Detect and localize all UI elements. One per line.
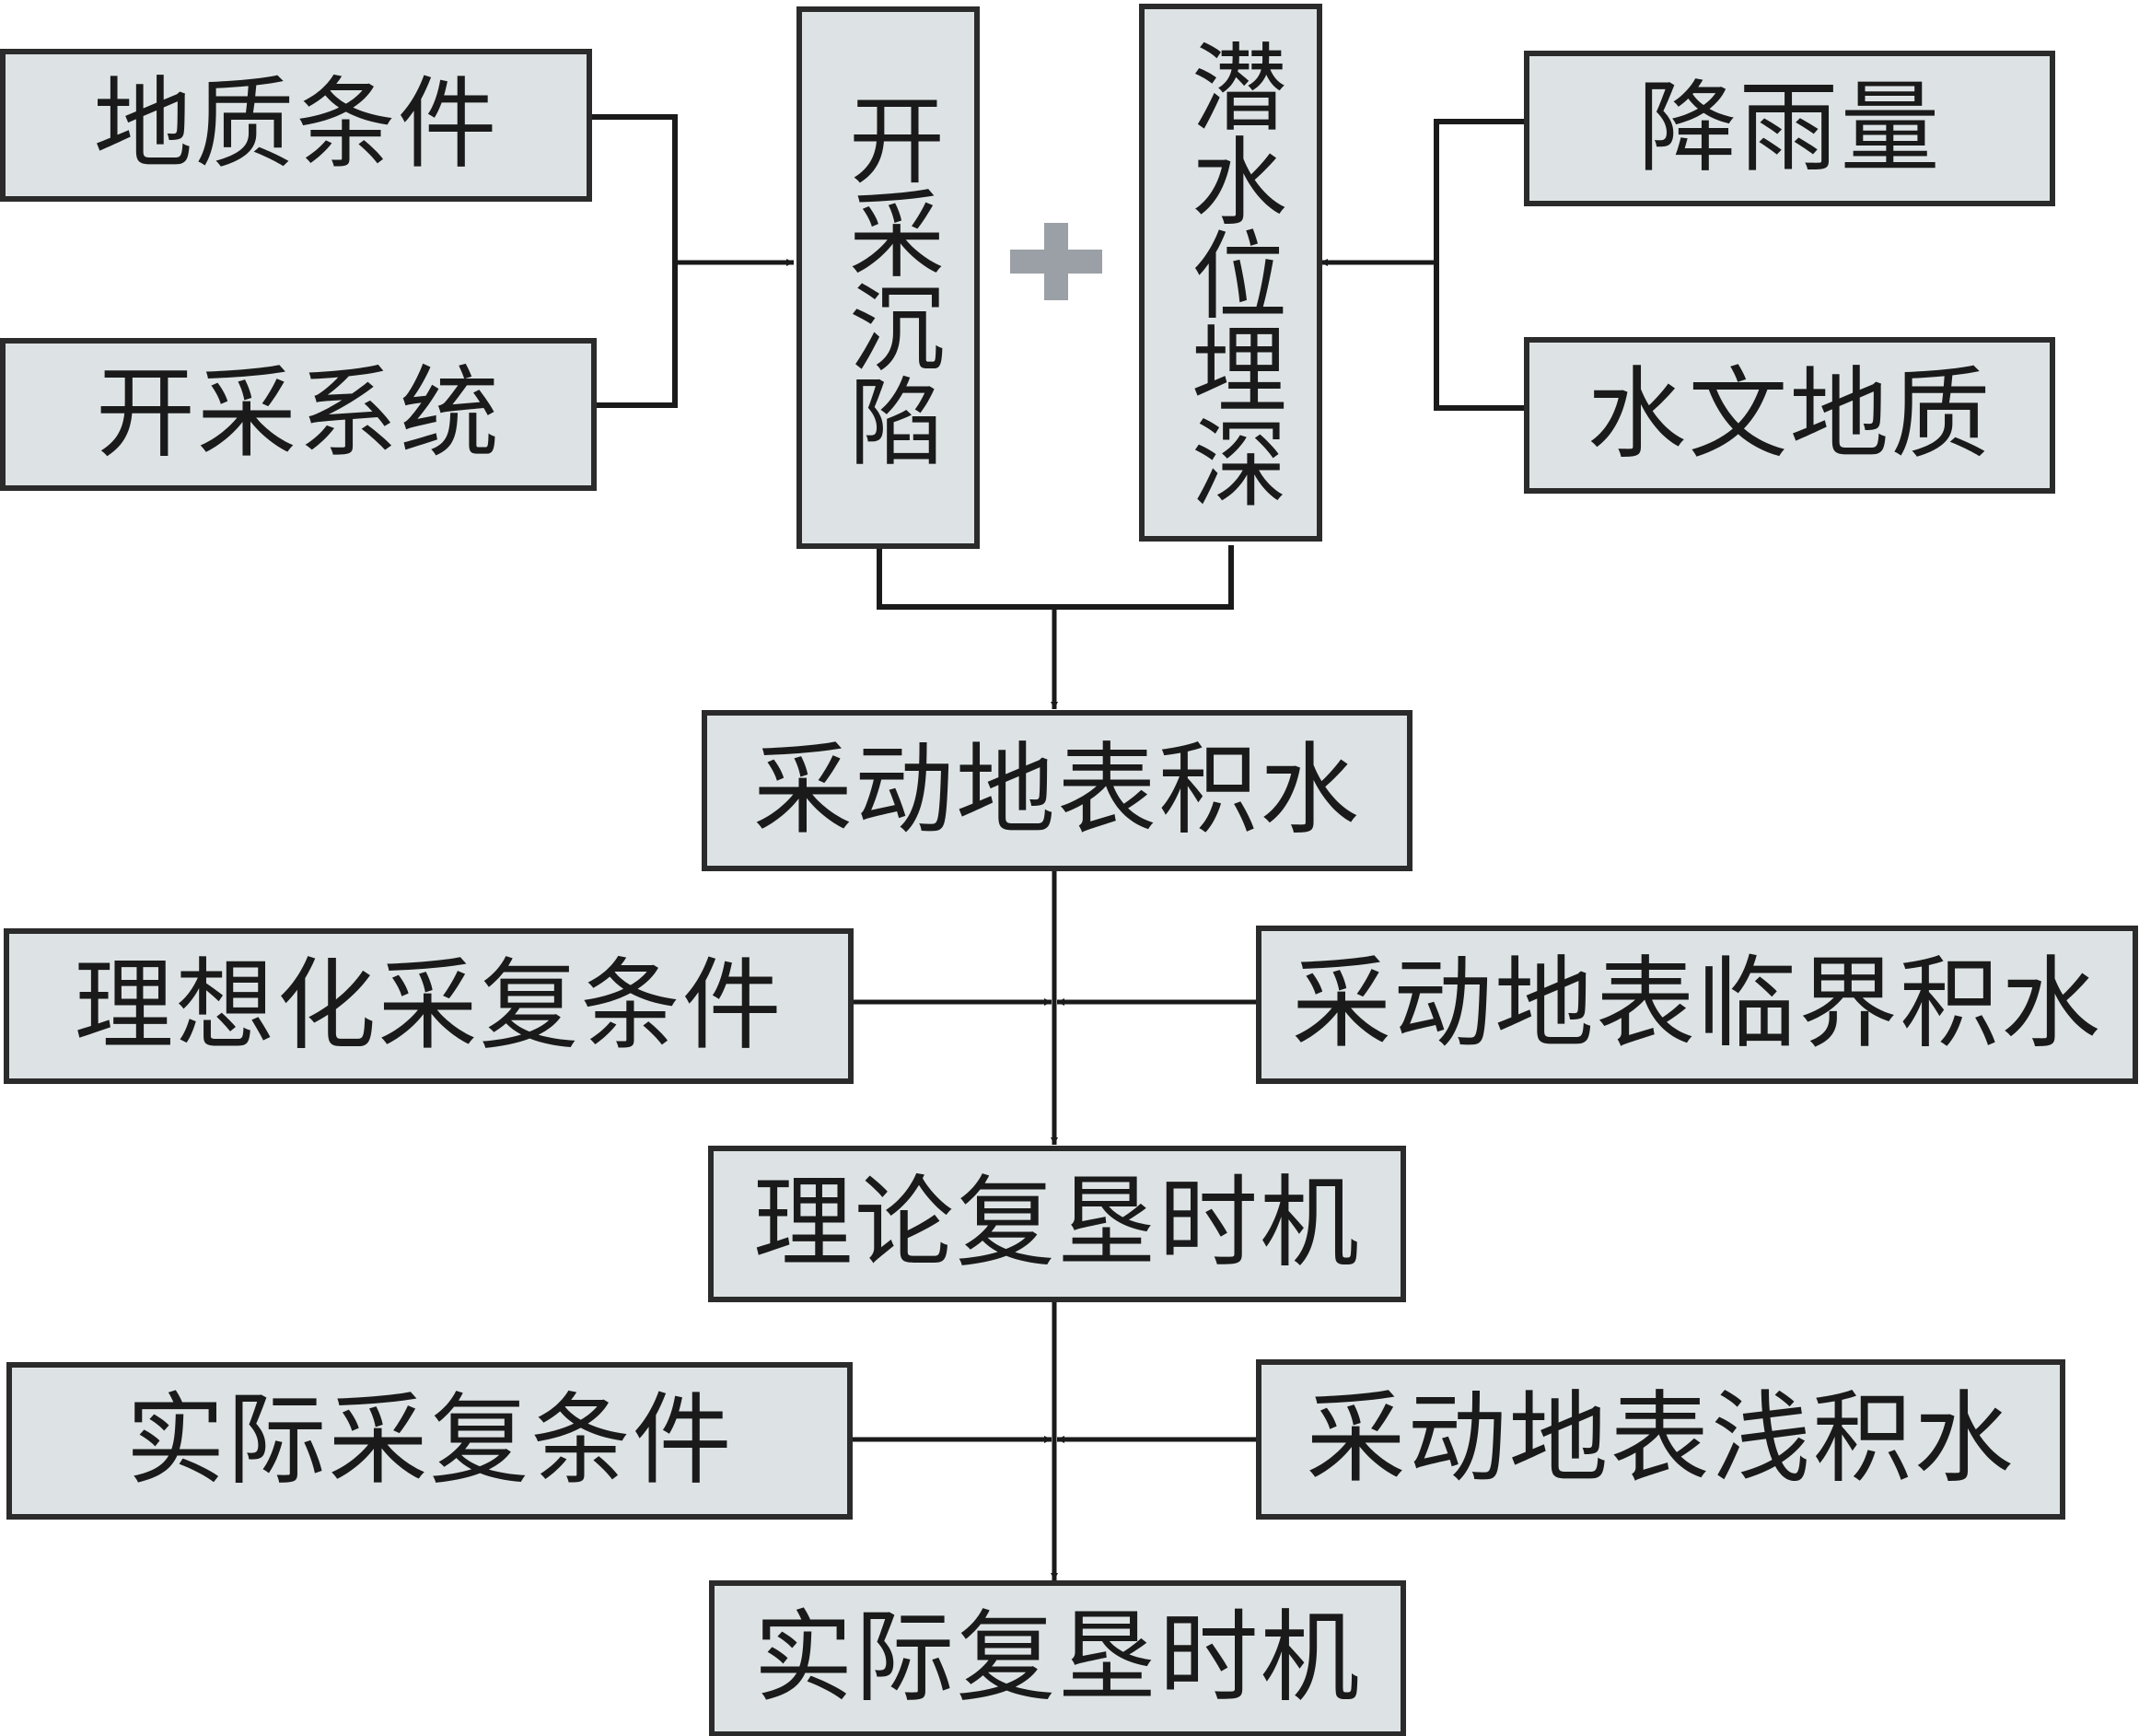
node-actual-reclamation-conditions: 实际采复条件 — [6, 1362, 853, 1520]
node-surface-ponding: 采动地表积水 — [702, 710, 1412, 871]
node-mining-system: 开采系统 — [0, 338, 597, 491]
node-rainfall: 降雨量 — [1524, 51, 2055, 206]
node-theoretical-reclamation-timing: 理论复垦时机 — [708, 1146, 1406, 1302]
connector-combine — [877, 545, 1234, 610]
node-actual-reclamation-timing: 实际复垦时机 — [709, 1580, 1406, 1736]
node-phreatic-depth: 潜水位埋深 — [1139, 4, 1322, 542]
node-shallow-surface-ponding: 采动地表浅积水 — [1256, 1359, 2065, 1520]
connector-hydro-merge — [1434, 119, 1526, 411]
node-geological-conditions: 地质条件 — [0, 49, 592, 202]
plus-icon — [1010, 223, 1102, 300]
node-critical-surface-ponding: 采动地表临界积水 — [1256, 926, 2138, 1084]
node-ideal-reclamation-conditions: 理想化采复条件 — [4, 928, 854, 1084]
connector-geology-merge — [590, 114, 678, 408]
node-mining-subsidence: 开采沉陷 — [796, 6, 980, 549]
node-hydrogeology: 水文地质 — [1524, 337, 2055, 494]
